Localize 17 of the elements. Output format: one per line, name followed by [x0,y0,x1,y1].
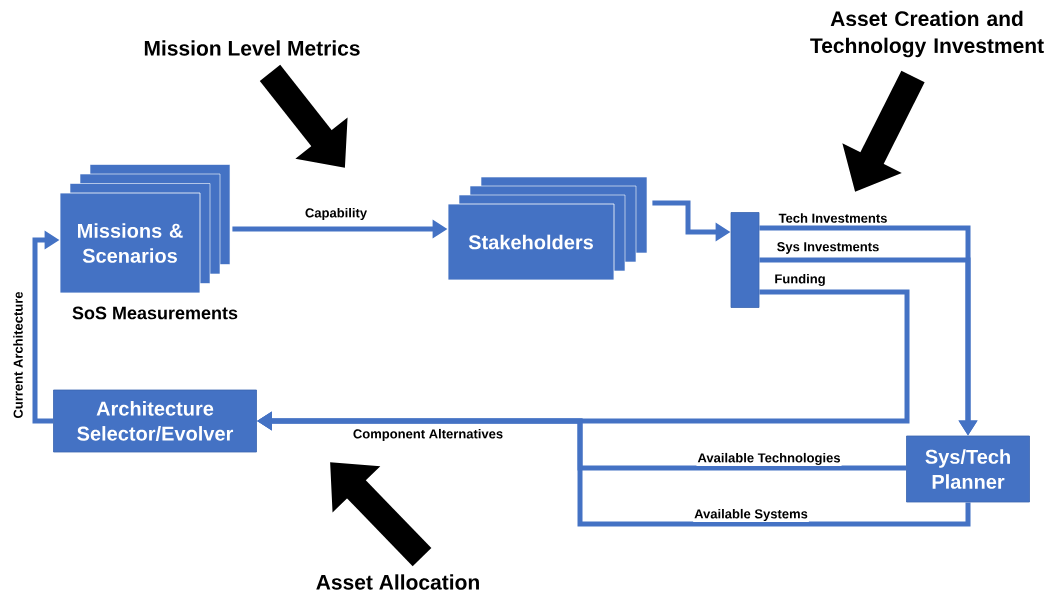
edge-label: Capability [303,206,369,222]
heading: Asset Allocation [316,574,479,590]
edge-label: Funding [773,272,827,288]
process-box: Architecture Selector/Evolver [53,389,257,453]
edge-label: Sys Investments [775,241,881,255]
heading: Mission Level Metrics [144,40,360,56]
edge-label: Available Technologies [696,451,842,467]
stacked-box: Stakeholders [447,176,648,281]
box-caption: SoS Measurements [72,306,238,320]
edge-label: Current Architecture [12,290,24,420]
direction-arrow [330,462,432,567]
stacked-box: Missions & Scenarios [59,164,231,294]
edge-label: Available Systems [693,507,809,523]
text-label: Component Alternatives [351,427,505,443]
process-box: Sys/Tech Planner [906,435,1030,503]
edge-label: Tech Investments [777,212,889,224]
heading: Asset Creation and Technology Investment [810,10,1044,58]
